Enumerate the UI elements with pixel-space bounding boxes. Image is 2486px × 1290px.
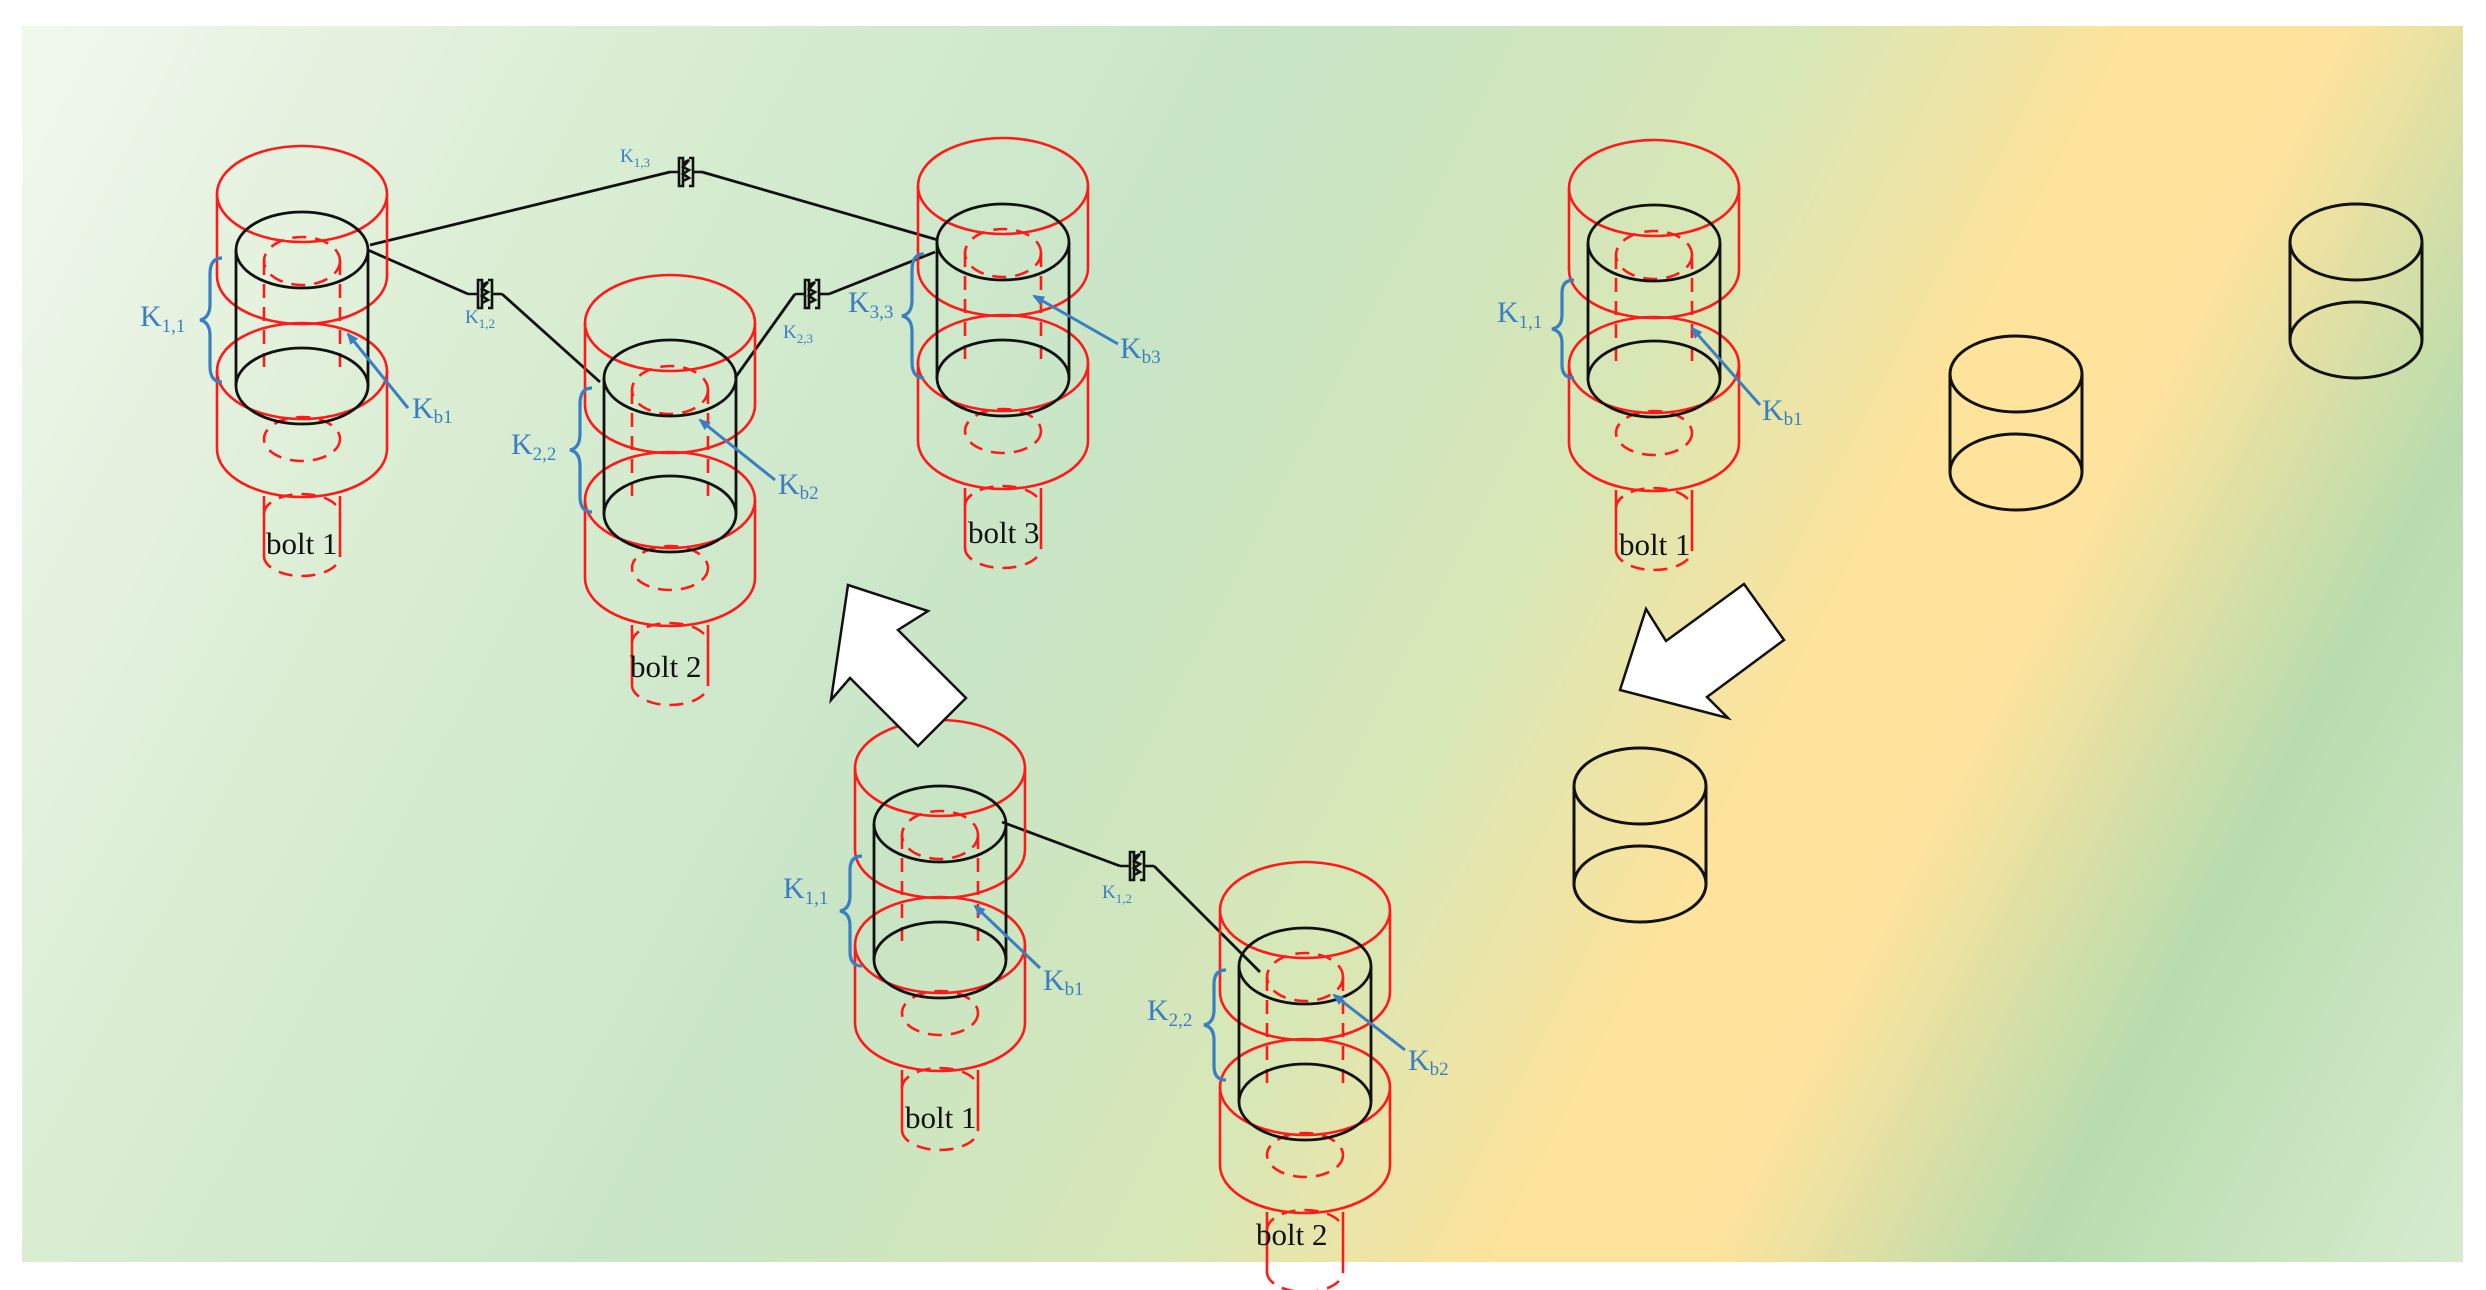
down-left-arrow-icon <box>1618 582 1786 721</box>
mid-kb1-label: Kb1 <box>1043 964 1084 1000</box>
left-k11-label: K1,1 <box>140 300 185 337</box>
right-bolt-1: K1,1 Kb1 bolt 1 <box>1497 138 1803 572</box>
mid-bolt-1-label: bolt 1 <box>905 1100 976 1135</box>
two-bolt-model: K1,2 K1,1 Kb1 bolt 1 K2,2 Kb2 bolt 2 <box>783 718 1449 1290</box>
spring-line-1-2-mid-a <box>1001 820 1121 868</box>
right-k11-label: K1,1 <box>1497 296 1542 333</box>
up-left-arrow-icon <box>829 583 968 748</box>
left-k33-brace <box>901 252 925 380</box>
three-bolt-model: K1,3 K1,2 K2,3 K1,1 Kb1 bolt 1 K2,2 Kb2 … <box>140 136 1161 707</box>
spring-line-2-3a <box>733 293 797 379</box>
right-kb1-label: Kb1 <box>1762 394 1803 430</box>
mid-bolt-1: K1,1 Kb1 bolt 1 <box>783 718 1084 1152</box>
spring-line-1-3b <box>701 170 939 242</box>
left-k22-brace <box>569 386 593 514</box>
left-kb1-arrow <box>346 332 410 409</box>
mid-k11-label: K1,1 <box>783 872 828 909</box>
spring-line-1-2a <box>367 248 469 296</box>
left-kb3-arrow <box>1032 294 1119 346</box>
left-k22-label: K2,2 <box>511 428 556 465</box>
left-bolt-3-label: bolt 3 <box>968 515 1039 550</box>
mid-bolt-2: K2,2 Kb2 bolt 2 <box>1147 860 1449 1290</box>
spring-line-1-3a <box>369 170 671 247</box>
spring-line-1-2b <box>501 292 601 384</box>
spring-k12-label: K1,2 <box>465 307 495 331</box>
left-kb2-arrow <box>698 418 776 482</box>
right-bolt-1-label: bolt 1 <box>1619 527 1690 562</box>
left-kb2-label: Kb2 <box>778 468 819 504</box>
left-k33-label: K3,3 <box>848 286 893 323</box>
left-bolt-1: K1,1 Kb1 bolt 1 <box>140 144 453 578</box>
right-kb1-arrow <box>1690 326 1762 406</box>
spring-k23-label: K2,3 <box>783 322 813 346</box>
mid-kb2-arrow <box>1332 993 1406 1052</box>
mid-k11-brace <box>839 854 863 968</box>
left-bolt-2-label: bolt 2 <box>630 649 701 684</box>
mid-kb2-label: Kb2 <box>1408 1044 1449 1080</box>
left-bolt-1-label: bolt 1 <box>266 526 337 561</box>
spring-k13-label: K1,3 <box>620 146 650 170</box>
left-bolt-3: K3,3 Kb3 bolt 3 <box>848 136 1161 570</box>
spring-k12-mid-label: K1,2 <box>1102 882 1132 906</box>
mid-k22-label: K2,2 <box>1147 994 1192 1031</box>
mid-bolt-2-label: bolt 2 <box>1256 1217 1327 1252</box>
single-bolt-model: K1,1 Kb1 bolt 1 <box>1497 138 2424 924</box>
mid-kb1-arrow <box>973 904 1042 970</box>
left-kb1-label: Kb1 <box>412 392 453 428</box>
left-bolt-2: K2,2 Kb2 bolt 2 <box>511 273 819 707</box>
right-k11-brace <box>1551 278 1575 380</box>
mid-k22-brace <box>1203 968 1227 1082</box>
left-k11-brace <box>199 256 223 384</box>
left-kb3-label: Kb3 <box>1120 332 1161 368</box>
